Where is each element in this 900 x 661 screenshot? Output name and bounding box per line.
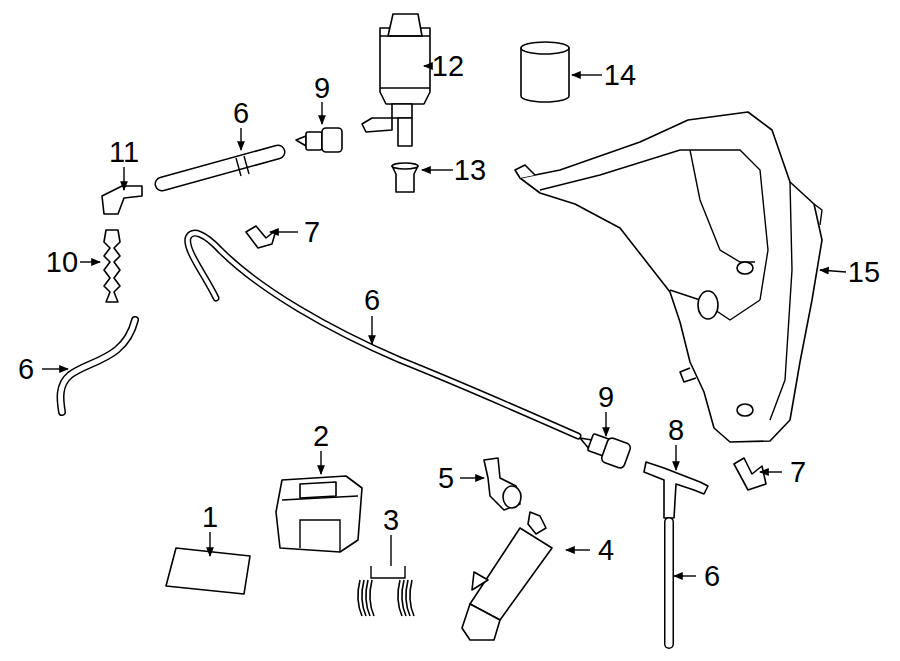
callout-number: 9 [598,383,614,412]
callout-number: 12 [432,52,464,81]
callout-number: 5 [438,464,454,493]
callout-number: 6 [704,562,720,591]
callout-number: 2 [313,422,329,451]
callout-number: 7 [304,218,320,247]
callout-number: 9 [314,74,330,103]
callout-number: 1 [202,503,218,532]
callout-number: 8 [668,416,684,445]
callout-number: 3 [383,506,399,535]
callout-number: 6 [364,286,380,315]
callout-number: 6 [233,99,249,128]
callout-number: 6 [18,355,34,384]
callout-number: 10 [46,248,78,277]
callout-number: 13 [454,156,486,185]
callout-number: 15 [848,258,880,287]
callout-number: 11 [109,138,139,167]
callout-number: 4 [598,536,614,565]
callout-number: 14 [604,61,636,90]
callout-number: 7 [790,458,806,487]
